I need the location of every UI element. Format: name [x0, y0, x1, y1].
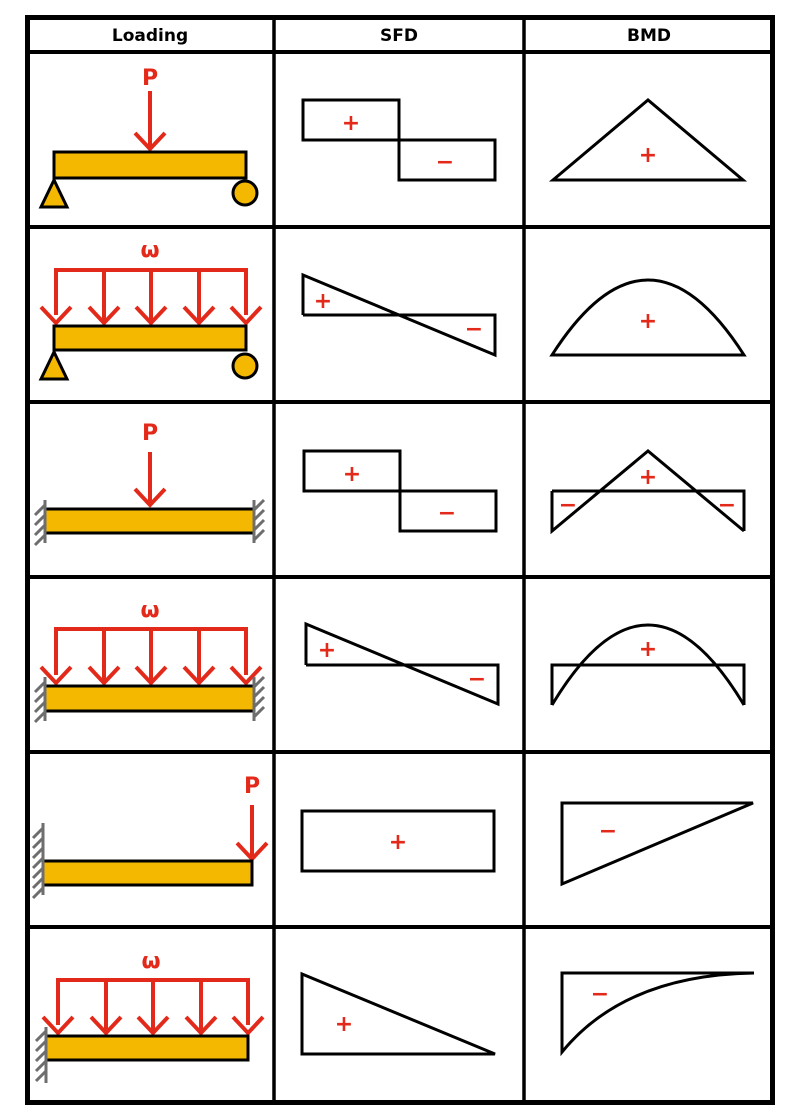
sign-plus: +: [639, 637, 657, 662]
sign-minus: −: [438, 501, 456, 526]
sign-minus: −: [591, 982, 609, 1007]
beam: [52, 324, 248, 352]
bmd-parabola: [549, 278, 747, 357]
table-grid: [25, 15, 775, 1105]
bmd-baseline: [550, 663, 746, 705]
sfd-linear: [301, 272, 497, 358]
sfd-negative-region: [397, 138, 497, 182]
sign-minus: −: [465, 317, 483, 342]
load-label-p: P: [244, 774, 260, 799]
row-4: ω: [33, 598, 746, 724]
sfd-positive-region: [302, 449, 402, 493]
sfd-cell-5: +: [300, 809, 496, 873]
bmd-parabola: [560, 971, 755, 1057]
roller-support-icon: [231, 352, 259, 380]
beam-diagram-table: Loading SFD BMD P + − + ω: [25, 15, 775, 1105]
bmd-cell-3: − + −: [550, 449, 746, 535]
loading-cell-4: ω: [33, 598, 266, 724]
sign-plus: +: [314, 289, 332, 314]
fixed-wall-left-icon: [34, 1027, 48, 1083]
distributed-load-arrows-icon: [39, 627, 263, 685]
load-label-p: P: [142, 421, 158, 446]
bmd-baseline: [552, 489, 746, 531]
header-bmd: BMD: [627, 26, 671, 46]
row-1: P + − +: [38, 66, 748, 209]
distributed-load-arrows-icon: [41, 978, 265, 1035]
point-load-arrow-icon: [133, 91, 167, 151]
beam: [43, 684, 256, 713]
sfd-cell-1: + −: [301, 98, 497, 182]
sign-plus: +: [389, 830, 407, 855]
sign-plus: +: [335, 1012, 353, 1037]
sfd-negative-region: [398, 489, 498, 533]
row-3: P + − −: [33, 421, 746, 547]
sign-plus: +: [343, 462, 361, 487]
sfd-cell-3: + −: [302, 449, 498, 533]
fixed-wall-left-icon: [33, 677, 47, 724]
row-6: ω +: [34, 949, 755, 1083]
loading-cell-2: ω: [38, 238, 263, 381]
load-label-omega: ω: [140, 238, 159, 263]
bmd-parabola: [550, 623, 746, 706]
bmd-cell-4: +: [550, 623, 746, 706]
sign-plus: +: [639, 465, 657, 490]
sign-plus: +: [318, 638, 336, 663]
sign-minus: −: [559, 493, 577, 518]
loading-cell-6: ω: [34, 949, 265, 1083]
header-loading: Loading: [112, 26, 188, 46]
bmd-triangle: [548, 98, 748, 182]
beam: [41, 859, 254, 887]
fixed-wall-right-icon: [252, 675, 266, 721]
load-label-omega: ω: [140, 598, 159, 623]
sign-minus: −: [599, 819, 617, 844]
beam: [44, 1034, 250, 1062]
sfd-positive-region: [301, 98, 401, 142]
fixed-wall-right-icon: [252, 498, 266, 543]
roller-support-icon: [231, 179, 259, 207]
beam: [52, 150, 248, 180]
pin-support-icon: [38, 348, 70, 381]
fixed-wall-left-icon: [31, 823, 45, 900]
pin-support-icon: [38, 176, 70, 209]
sfd-cell-6: +: [300, 971, 496, 1056]
table-svg: Loading SFD BMD P + − + ω: [25, 15, 775, 1105]
header-sfd: SFD: [380, 26, 418, 46]
sfd-triangle: [300, 971, 496, 1056]
bmd-triangle: [550, 449, 745, 535]
sfd-rectangle: [300, 809, 496, 873]
sign-plus: +: [342, 111, 360, 136]
bmd-triangle: [560, 801, 754, 887]
sign-plus: +: [639, 143, 657, 168]
sign-minus: −: [468, 667, 486, 692]
table-header: Loading SFD BMD: [112, 26, 671, 46]
loading-cell-3: P: [33, 421, 266, 547]
point-load-arrow-icon: [235, 805, 269, 861]
sfd-cell-2: + −: [301, 272, 497, 358]
loading-cell-1: P: [38, 66, 259, 209]
load-label-p: P: [142, 66, 158, 91]
loading-cell-5: P: [31, 774, 269, 900]
load-label-omega: ω: [141, 949, 160, 974]
bmd-cell-5: −: [560, 801, 754, 887]
fixed-wall-left-icon: [33, 500, 47, 547]
sfd-linear: [304, 621, 500, 707]
row-2: ω + − +: [38, 238, 747, 381]
bmd-cell-1: +: [548, 98, 748, 182]
beam: [43, 507, 256, 535]
sign-minus: −: [718, 493, 736, 518]
distributed-load-arrows-icon: [39, 268, 263, 325]
bmd-cell-6: −: [560, 971, 755, 1057]
bmd-cell-2: +: [549, 278, 747, 357]
sfd-cell-4: + −: [304, 621, 500, 707]
row-5: P + −: [31, 774, 754, 900]
sign-minus: −: [436, 150, 454, 175]
point-load-arrow-icon: [133, 452, 167, 507]
sign-plus: +: [639, 309, 657, 334]
